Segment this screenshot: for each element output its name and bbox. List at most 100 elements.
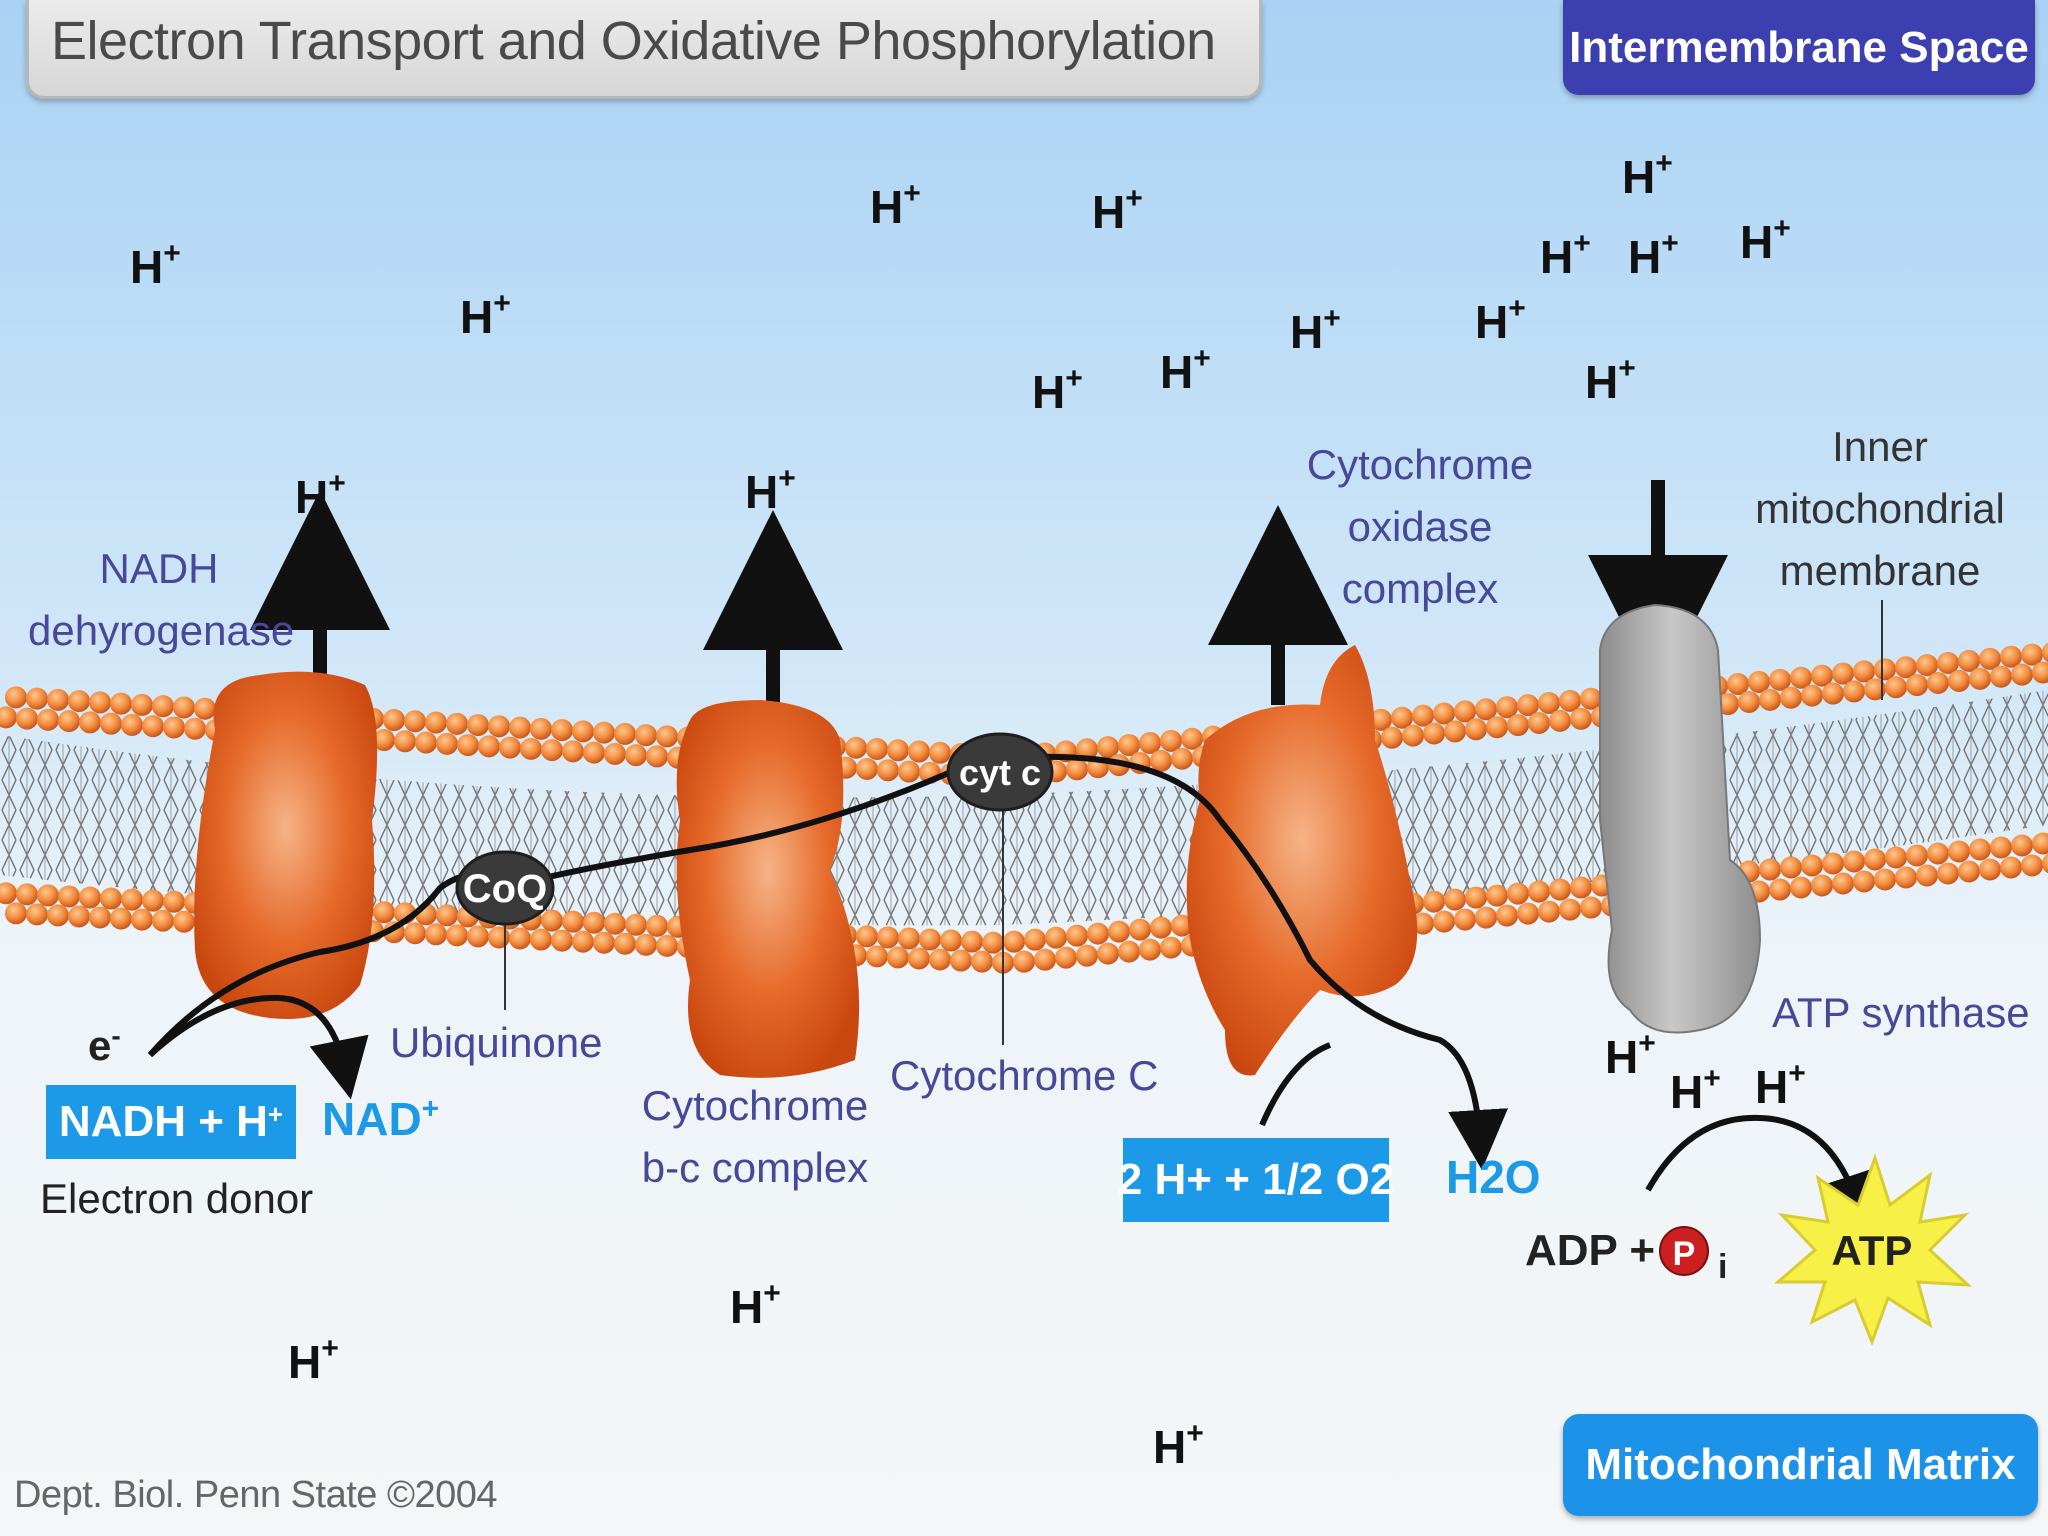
cytochrome-c-label: Cytochrome C xyxy=(890,1052,1159,1099)
lipid-head xyxy=(1486,884,1508,907)
proton-ion: H+ xyxy=(1755,1056,1806,1113)
lipid-head xyxy=(152,695,174,718)
lipid-head xyxy=(1969,667,1991,690)
lipid-head xyxy=(184,717,206,740)
lipid-head xyxy=(1790,666,1812,689)
lipid-head xyxy=(373,901,395,924)
lipid-head xyxy=(1444,888,1466,911)
lipid-head xyxy=(950,949,972,972)
lipid-head xyxy=(5,686,27,709)
lipid-head xyxy=(1580,896,1602,919)
lipid-head xyxy=(1748,670,1770,693)
lipid-head xyxy=(551,929,573,952)
lipid-head xyxy=(110,692,132,715)
lipid-head xyxy=(79,886,101,909)
lipid-head xyxy=(488,926,510,949)
electron-path xyxy=(147,753,1509,1170)
cytc-text: cyt c xyxy=(959,752,1041,793)
lipid-head xyxy=(1108,920,1130,943)
proton-ion: H+ xyxy=(1475,291,1526,348)
mitochondrial-matrix-label: Mitochondrial Matrix xyxy=(1563,1414,2038,1516)
lipid-head xyxy=(614,932,636,955)
lipid-head xyxy=(1958,860,1980,883)
proton-ion: H+ xyxy=(1032,361,1083,418)
lipid-head xyxy=(541,739,563,762)
lipid-head xyxy=(37,708,59,731)
lipid-head xyxy=(1916,864,1938,887)
lipid-head xyxy=(425,711,447,734)
lipid-head xyxy=(635,933,657,956)
electron-label: e- xyxy=(88,1020,121,1069)
proton-ion: H+ xyxy=(1622,146,1673,203)
lipid-head xyxy=(2032,832,2048,855)
lipid-head xyxy=(1790,876,1812,899)
lipid-head xyxy=(1843,850,1865,873)
lipid-head xyxy=(583,911,605,934)
lipid-head xyxy=(1066,758,1088,781)
lipid-head xyxy=(142,715,164,738)
lipid-head xyxy=(37,884,59,907)
lipid-head xyxy=(79,711,101,734)
lipid-head xyxy=(1538,900,1560,923)
lipid-head xyxy=(1801,854,1823,877)
lipid-head xyxy=(887,946,909,969)
lipid-head xyxy=(1979,647,2001,670)
lipid-head xyxy=(1937,862,1959,885)
coq-carrier xyxy=(455,850,555,926)
lipid-head xyxy=(1496,904,1518,927)
lipid-head xyxy=(68,690,90,713)
lipid-head xyxy=(1969,838,1991,861)
lipid-head xyxy=(572,930,594,953)
adp-to-atp-arrow xyxy=(1645,1114,1878,1234)
lipid-head xyxy=(856,925,878,948)
cytochrome-oxidase-complex xyxy=(1186,645,1418,1076)
lipid-head xyxy=(856,758,878,781)
lipid-head xyxy=(1507,882,1529,905)
oxygen-box: 2 H+ + 1/2 O2 xyxy=(1118,1138,1394,1222)
nadh-to-nad-arrow xyxy=(147,994,369,1100)
lipid-head xyxy=(2000,645,2022,668)
lipid-head xyxy=(1769,878,1791,901)
lipid-head xyxy=(1528,880,1550,903)
lipid-head xyxy=(121,888,143,911)
intermembrane-space-label: Intermembrane Space xyxy=(1563,0,2035,95)
lipid-head xyxy=(1769,668,1791,691)
lipid-head xyxy=(604,742,626,765)
lipid-head xyxy=(866,738,888,761)
nadh-dehydrogenase-complex xyxy=(194,671,378,1020)
lipid-head xyxy=(1864,678,1886,701)
lipid-head xyxy=(2042,642,2048,663)
lipid-head xyxy=(436,732,458,755)
lipid-head xyxy=(121,713,143,736)
lipid-head xyxy=(2032,661,2048,684)
lipid-head xyxy=(2011,663,2033,686)
lipid-head xyxy=(1811,874,1833,897)
lipid-head xyxy=(593,931,615,954)
lipid-head xyxy=(394,730,416,753)
lipid-head xyxy=(1507,714,1529,737)
lipid-head xyxy=(89,691,111,714)
atp-synthase-label: ATP synthase xyxy=(1772,989,2030,1036)
lipid-head xyxy=(1906,674,1928,697)
lipid-head xyxy=(1948,669,1970,692)
lipid-head xyxy=(562,740,584,763)
lipid-head xyxy=(1927,842,1949,865)
lipid-head xyxy=(520,737,542,760)
lipid-head xyxy=(478,735,500,758)
lipid-head xyxy=(961,930,983,953)
lipid-head xyxy=(58,710,80,733)
lipid-head xyxy=(1927,672,1949,695)
lipid-head xyxy=(1003,930,1025,953)
nad-label: NAD+ xyxy=(322,1092,440,1145)
lipid-head xyxy=(1444,720,1466,743)
lipid-head xyxy=(47,688,69,711)
proton-ion: H+ xyxy=(870,176,921,233)
lipid-head xyxy=(163,890,185,913)
lipid-head xyxy=(100,887,122,910)
lipid-head xyxy=(1759,858,1781,881)
lipid-head xyxy=(425,923,447,946)
lipid-head xyxy=(467,925,489,948)
proton-ion: H+ xyxy=(295,466,346,523)
lipid-head xyxy=(1780,856,1802,879)
